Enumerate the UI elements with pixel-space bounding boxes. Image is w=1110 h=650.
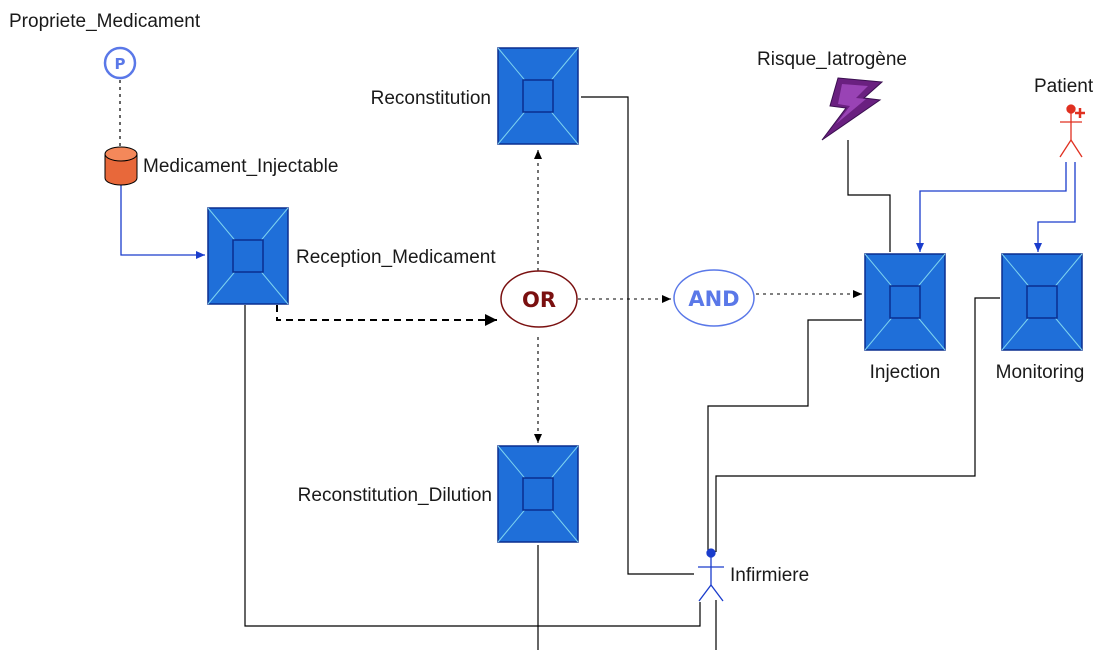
- product-node[interactable]: Medicament_Injectable: [104, 146, 338, 186]
- property-label: Propriete_Medicament: [9, 11, 201, 32]
- and-gate-label: AND: [688, 287, 739, 311]
- reconstitution-to-nurse-line: [581, 96, 694, 575]
- cylinder-icon: [104, 146, 138, 186]
- patient-to-monitoring-flow: [1034, 162, 1076, 252]
- process-reconstitution[interactable]: Reconstitution: [371, 47, 579, 145]
- bolt-highlight: [836, 84, 868, 124]
- process-reconstitution-dilution[interactable]: Reconstitution_Dilution: [298, 445, 579, 543]
- nurse-label: Infirmiere: [730, 565, 809, 586]
- process-label: Reconstitution_Dilution: [298, 485, 492, 506]
- property-node[interactable]: P Propriete_Medicament: [9, 11, 201, 80]
- risk-label: Risque_Iatrogène: [757, 49, 907, 70]
- risk-node[interactable]: Risque_Iatrogène: [757, 49, 907, 141]
- process-label: Injection: [870, 362, 941, 383]
- nurse-actor[interactable]: Infirmiere: [698, 548, 809, 602]
- process-reception[interactable]: Reception_Medicament: [207, 207, 496, 305]
- process-label: Monitoring: [996, 362, 1085, 383]
- monitoring-to-nurse-line: [715, 297, 1000, 552]
- or-gate-shape: [500, 270, 578, 328]
- process-icon: [207, 207, 289, 305]
- process-icon: [497, 445, 579, 543]
- and-gate[interactable]: AND: [673, 269, 755, 327]
- patient-actor-icon: [1059, 104, 1085, 158]
- and-gate-shape: [673, 269, 755, 327]
- process-label: Reception_Medicament: [296, 247, 496, 268]
- property-symbol: P: [115, 55, 126, 73]
- process-icon: [864, 253, 946, 351]
- process-monitoring[interactable]: Monitoring: [996, 253, 1085, 383]
- reception-to-nurse-line: [244, 305, 701, 627]
- patient-to-injection-flow: [916, 162, 1067, 252]
- property-circle-icon: [103, 46, 137, 80]
- risk-to-injection-line: [847, 140, 891, 252]
- process-icon: [497, 47, 579, 145]
- stick-figure-icon: [698, 548, 724, 602]
- product-to-reception-flow: [120, 185, 205, 259]
- injection-to-nurse-line: [707, 319, 862, 552]
- patient-label: Patient: [1034, 76, 1094, 97]
- patient-node[interactable]: Patient: [1034, 76, 1094, 158]
- or-gate[interactable]: OR: [500, 270, 578, 328]
- process-injection[interactable]: Injection: [864, 253, 946, 383]
- or-gate-label: OR: [522, 288, 556, 312]
- connectors: [119, 80, 1076, 650]
- process-label: Reconstitution: [371, 88, 491, 109]
- process-icon: [1001, 253, 1083, 351]
- product-label: Medicament_Injectable: [143, 156, 338, 177]
- reception-to-or-flow: [276, 305, 497, 326]
